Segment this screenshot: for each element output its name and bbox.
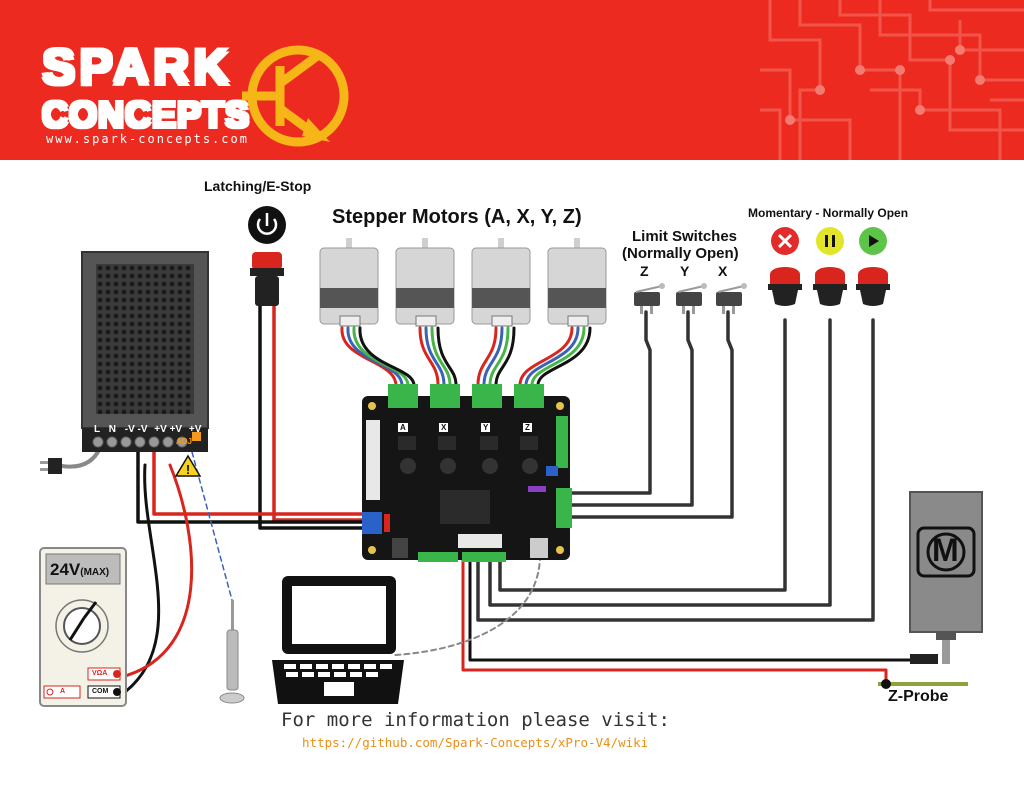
stepper-motor-3 bbox=[471, 238, 531, 327]
limit-label-y: Y bbox=[680, 263, 690, 279]
meter-probe-black-wire bbox=[123, 463, 161, 694]
svg-text:!: ! bbox=[186, 462, 190, 477]
meter-port-a: A bbox=[60, 688, 66, 695]
psu-terminal-v3: +V bbox=[154, 424, 167, 435]
estop-switch bbox=[248, 206, 286, 306]
psu-terminal-screw bbox=[134, 436, 146, 448]
estop-wire-red bbox=[272, 303, 364, 522]
board-channel-label-1: A bbox=[398, 423, 408, 432]
limit-switch-1 bbox=[634, 283, 665, 314]
adj-screwdriver-guide-line bbox=[191, 451, 233, 601]
psu-positive-wire bbox=[152, 446, 364, 516]
psu-terminal-v2: -V bbox=[137, 424, 148, 435]
controller-board bbox=[362, 384, 572, 562]
stepper-motors bbox=[319, 238, 607, 327]
psu-terminal-screw bbox=[148, 436, 160, 448]
resume-button bbox=[856, 227, 890, 306]
meter-display: 24V(MAX) bbox=[50, 560, 109, 580]
usb-link-line bbox=[394, 554, 541, 656]
brand-url: www.spark-concepts.com bbox=[46, 132, 249, 146]
meter-display-unit: (MAX) bbox=[80, 567, 110, 578]
estop-label: Latching/E-Stop bbox=[204, 178, 312, 194]
limit-switch-3 bbox=[716, 283, 747, 314]
psu-terminal-screw bbox=[106, 436, 118, 448]
footer-info-text: For more information please visit: bbox=[281, 709, 670, 731]
zprobe-ground-wire bbox=[468, 558, 914, 662]
psu-terminal-labels: L N -V -V +V +V +V bbox=[94, 424, 201, 435]
limit-switches-title: Limit Switches bbox=[632, 228, 738, 245]
limit-switch-wires bbox=[570, 310, 734, 519]
limit-label-x: X bbox=[718, 263, 728, 279]
motor-m-symbol: M bbox=[932, 532, 959, 568]
screwdriver-icon bbox=[219, 600, 245, 704]
momentary-buttons bbox=[768, 227, 890, 306]
zprobe-signal-wire bbox=[461, 558, 888, 684]
stepper-motor-1 bbox=[319, 238, 379, 327]
header-banner: SPARK CONCEPTS www.spark-concepts.com bbox=[0, 0, 1024, 160]
psu-terminal-n: N bbox=[108, 424, 116, 435]
laptop-icon bbox=[272, 576, 404, 704]
momentary-button-wires bbox=[476, 318, 875, 622]
limit-switch-2 bbox=[676, 283, 707, 314]
ac-plug-icon bbox=[40, 458, 62, 474]
stepper-motors-title: Stepper Motors (A, X, Y, Z) bbox=[332, 206, 582, 228]
board-channel-label-2: X bbox=[439, 423, 449, 432]
limit-switches bbox=[634, 283, 747, 314]
stop-button bbox=[768, 227, 802, 306]
psu-terminal-v5: +V bbox=[188, 424, 202, 435]
brand-word-concepts: CONCEPTS bbox=[42, 94, 251, 135]
pause-button bbox=[813, 227, 847, 306]
meter-port-com: COM bbox=[92, 688, 109, 695]
board-channel-label-4: Z bbox=[523, 423, 532, 432]
circuit-trace-pattern bbox=[760, 0, 1024, 160]
multimeter bbox=[39, 547, 127, 707]
psu-terminal-screw bbox=[176, 436, 188, 448]
meter-display-value: 24V bbox=[50, 560, 81, 579]
stepper-motor-4 bbox=[547, 238, 607, 327]
warning-icon: ! bbox=[174, 454, 202, 477]
psu-adj-label: ADJ bbox=[176, 437, 193, 446]
spindle-motor bbox=[909, 491, 983, 664]
footer-wiki-link[interactable]: https://github.com/Spark-Concepts/xPro-V… bbox=[302, 735, 649, 750]
limit-switches-subtitle: (Normally Open) bbox=[622, 245, 739, 262]
limit-label-z: Z bbox=[640, 263, 649, 279]
psu-terminal-l: L bbox=[94, 424, 100, 435]
psu-terminal-screw bbox=[120, 436, 132, 448]
pause-icon bbox=[816, 227, 844, 255]
psu-terminal-v4: +V bbox=[169, 424, 183, 435]
brand-word-spark: SPARK bbox=[42, 39, 234, 95]
stepper-cables bbox=[340, 326, 592, 387]
meter-probe-red-wire bbox=[123, 463, 194, 678]
power-supply bbox=[81, 251, 209, 452]
psu-terminal-screw bbox=[162, 436, 174, 448]
board-channel-label-3: Y bbox=[481, 423, 491, 432]
psu-terminal-screw bbox=[92, 436, 104, 448]
meter-port-va: VΩA bbox=[92, 670, 108, 677]
estop-wire-black bbox=[258, 303, 364, 530]
zprobe-label: Z-Probe bbox=[888, 688, 949, 705]
psu-negative-wire bbox=[136, 446, 364, 524]
stepper-motor-2 bbox=[395, 238, 455, 327]
transistor-logo-icon bbox=[242, 45, 349, 147]
momentary-label: Momentary - Normally Open bbox=[748, 206, 909, 220]
psu-terminal-v1: -V bbox=[124, 424, 135, 435]
